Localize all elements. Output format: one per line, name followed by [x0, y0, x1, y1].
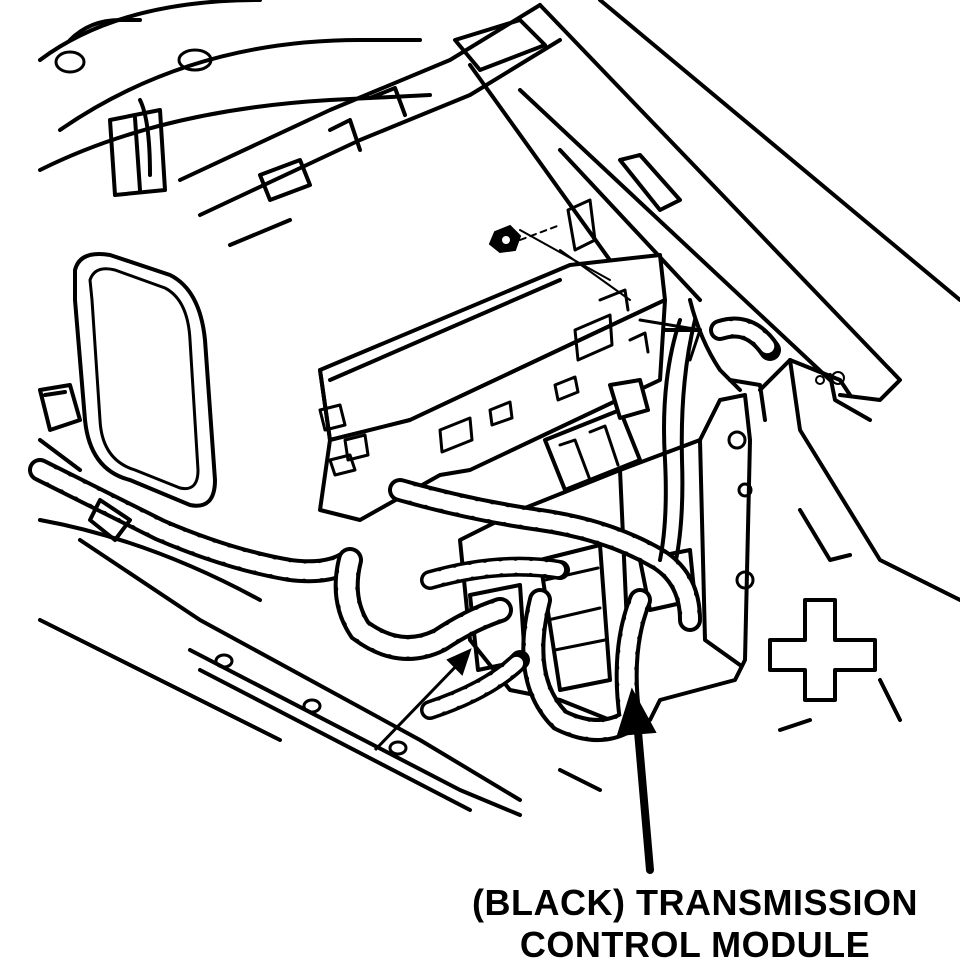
wheel-well: [38, 252, 217, 508]
fender-panel: [453, 0, 960, 732]
leader-arrows: [373, 648, 657, 874]
power-distribution-center: [318, 198, 667, 522]
pointer-line-left: [373, 658, 464, 752]
callout-label-line-2: CONTROL MODULE: [519, 924, 871, 965]
pointer-arrowhead-left: [446, 648, 472, 676]
lower-frame-rail: [38, 518, 602, 817]
upper-body-panel: [38, 0, 562, 247]
callout-arrowhead: [616, 687, 657, 737]
callout-label-line-1: (BLACK) TRANSMISSION: [472, 882, 918, 923]
wiring-harness: [28, 298, 781, 742]
callout-leader-line: [633, 716, 654, 874]
